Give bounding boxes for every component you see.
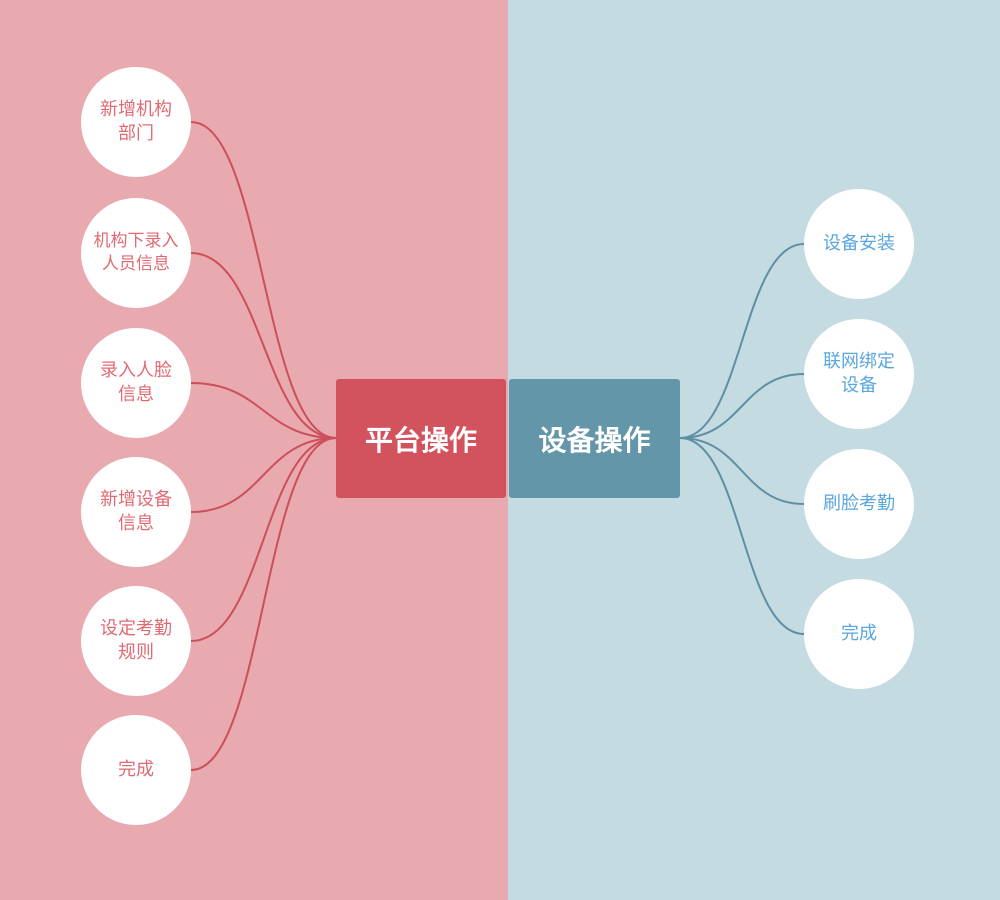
right-node-2: 联网绑定 设备: [804, 319, 914, 429]
left-connector-1: [190, 121, 337, 439]
left-node-4-label: 新增设备 信息: [100, 488, 172, 534]
left-node-5: 设定考勤 规则: [81, 586, 191, 696]
right-connector-2: [679, 373, 805, 439]
left-node-1: 新增机构 部门: [81, 67, 191, 177]
left-connector-6: [190, 437, 337, 771]
right-connector-4: [679, 437, 805, 635]
left-node-6-label: 完成: [118, 758, 154, 780]
left-node-2-label: 机构下录入 人员信息: [93, 231, 179, 274]
right-connector-1: [679, 243, 805, 439]
right-node-3-label: 刷脸考勤: [823, 492, 895, 514]
left-connector-3: [190, 382, 337, 439]
right-connector-3: [679, 437, 805, 505]
hub-device-operations: 设备操作: [509, 379, 680, 498]
right-node-4: 完成: [804, 579, 914, 689]
right-node-4-label: 完成: [841, 622, 877, 644]
left-connector-2: [190, 252, 337, 439]
right-node-2-label: 联网绑定 设备: [823, 350, 895, 396]
right-node-1-label: 设备安装: [823, 232, 895, 254]
left-node-6: 完成: [81, 715, 191, 825]
left-node-1-label: 新增机构 部门: [100, 98, 172, 144]
left-node-3: 录入人脸 信息: [81, 328, 191, 438]
left-connector-5: [190, 437, 337, 642]
left-node-4: 新增设备 信息: [81, 457, 191, 567]
left-node-3-label: 录入人脸 信息: [100, 359, 172, 405]
right-node-3: 刷脸考勤: [804, 449, 914, 559]
right-node-1: 设备安装: [804, 189, 914, 299]
left-node-5-label: 设定考勤 规则: [100, 617, 172, 663]
left-node-2: 机构下录入 人员信息: [81, 198, 191, 308]
hub-platform-operations: 平台操作: [336, 379, 506, 498]
left-connector-4: [190, 437, 337, 513]
